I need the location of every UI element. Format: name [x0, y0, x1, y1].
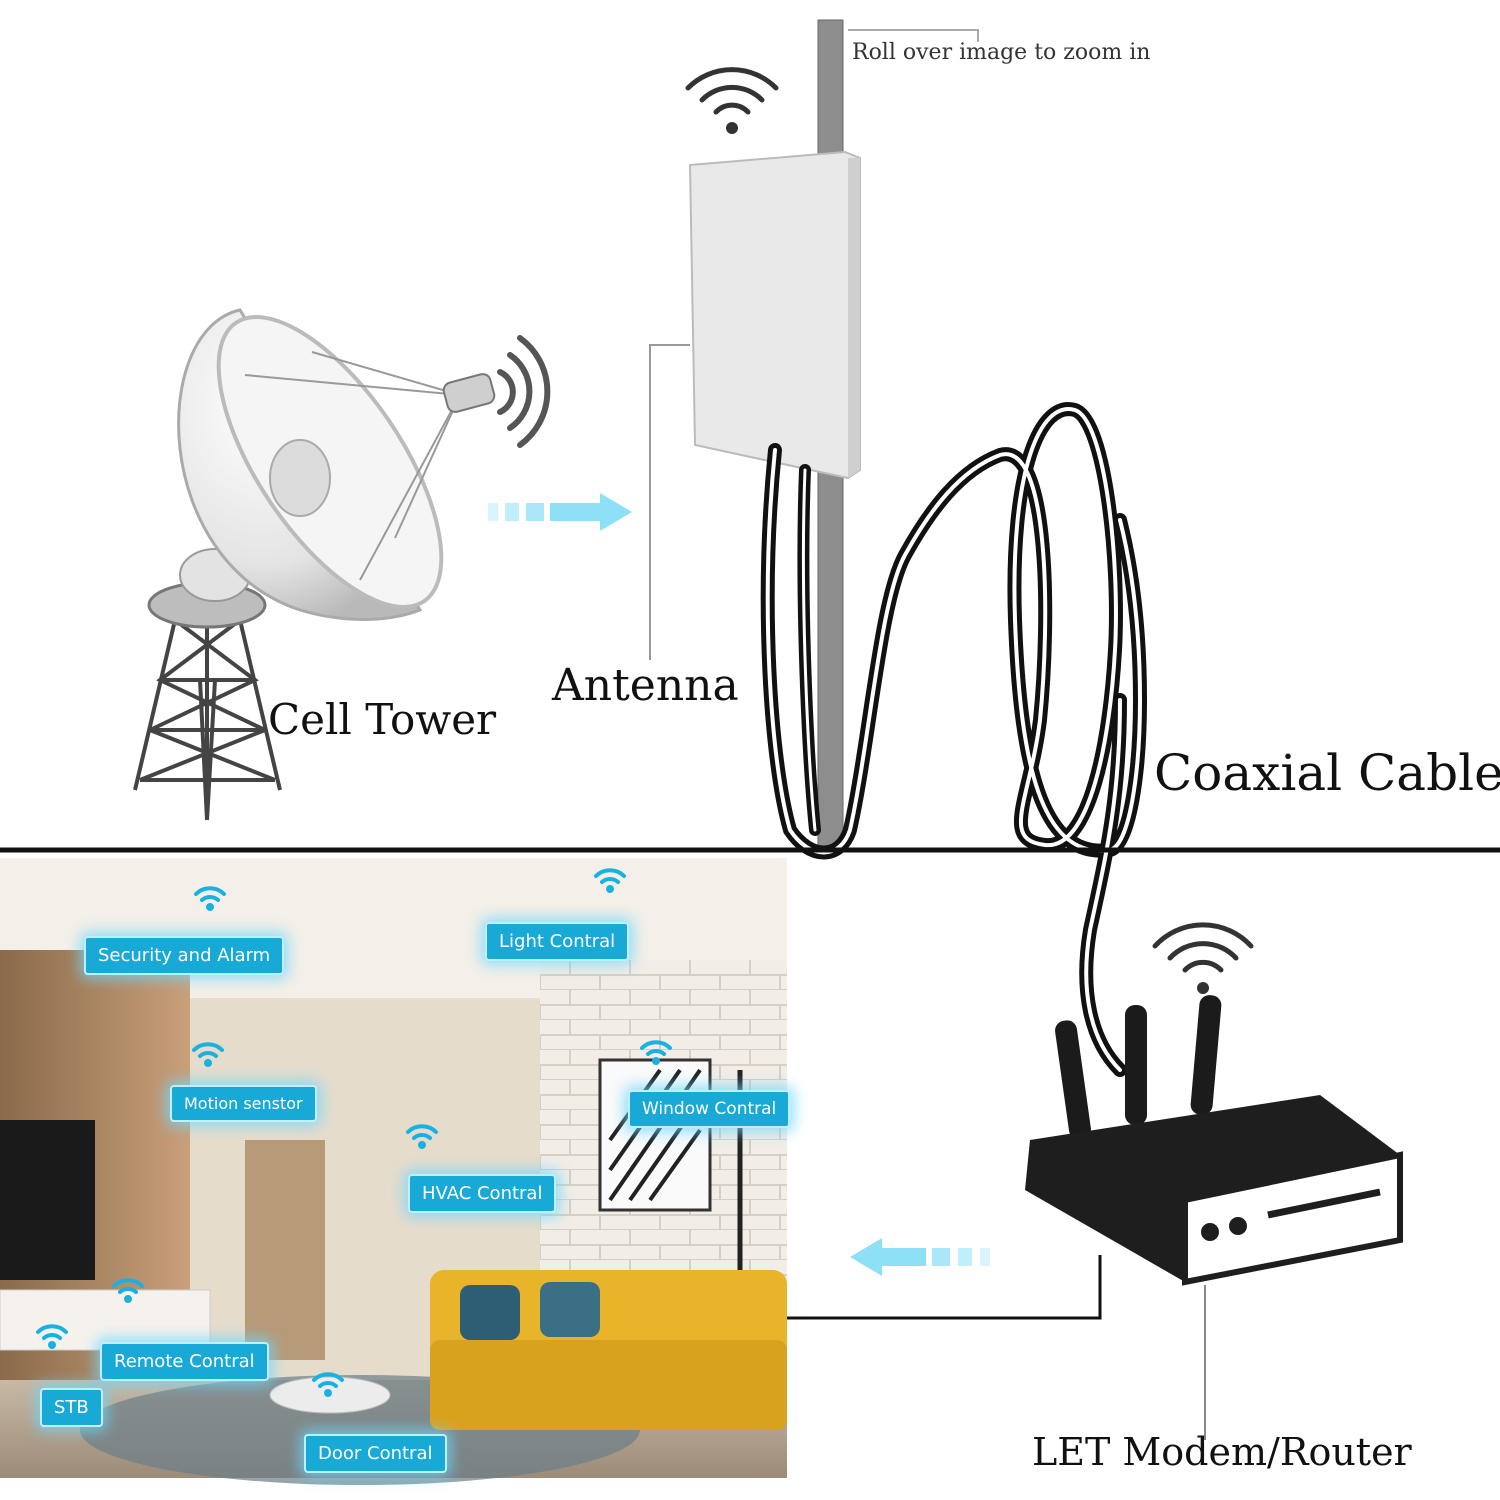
antenna-signal-icon — [685, 67, 779, 134]
tag-motion-sensor: Motion senstor — [170, 1085, 317, 1122]
dish-hub — [269, 439, 331, 517]
wifi-icon — [594, 868, 626, 893]
wifi-icon — [36, 1324, 68, 1349]
tv-panel — [0, 1120, 95, 1280]
wifi-icon — [406, 1124, 438, 1149]
wifi-icon — [312, 1372, 344, 1397]
coaxial-cable — [760, 402, 1148, 1077]
router-signal-icon — [1152, 922, 1254, 994]
wifi-icon — [194, 886, 226, 911]
cell-tower-illustration — [133, 308, 551, 821]
tag-light-control: Light Contral — [485, 922, 630, 961]
caption-leader-line — [848, 29, 979, 42]
wifi-icon — [112, 1278, 144, 1303]
dish-struts — [244, 351, 461, 581]
tag-stb: STB — [40, 1388, 103, 1427]
antenna-label: Antenna — [552, 660, 739, 711]
tag-remote-control: Remote Contral — [100, 1342, 269, 1381]
cell-tower-label: Cell Tower — [268, 695, 497, 744]
arrow-router-to-room — [850, 1238, 990, 1276]
dish-signal-icon — [497, 335, 551, 448]
arrow-tower-to-antenna — [488, 493, 632, 531]
coaxial-cable-label: Coaxial Cable — [1154, 744, 1500, 802]
zoom-caption: Roll over image to zoom in — [852, 40, 1151, 65]
modem-router-label: LET Modem/Router — [1032, 1430, 1412, 1474]
tag-hvac-control: HVAC Contral — [408, 1174, 557, 1213]
tag-security-and-alarm: Security and Alarm — [84, 936, 285, 975]
wifi-icon — [640, 1040, 672, 1065]
feed-horn — [442, 373, 496, 413]
tag-door-control: Door Contral — [304, 1434, 447, 1473]
lte-router-illustration — [1025, 995, 1403, 1286]
wifi-icon — [192, 1042, 224, 1067]
sofa — [430, 1270, 787, 1430]
antenna-leader-line — [649, 344, 690, 660]
room-to-router-line — [787, 1255, 1102, 1320]
antenna-illustration — [688, 150, 861, 480]
tag-window-control: Window Contral — [628, 1090, 791, 1128]
tower-lattice — [133, 618, 282, 821]
